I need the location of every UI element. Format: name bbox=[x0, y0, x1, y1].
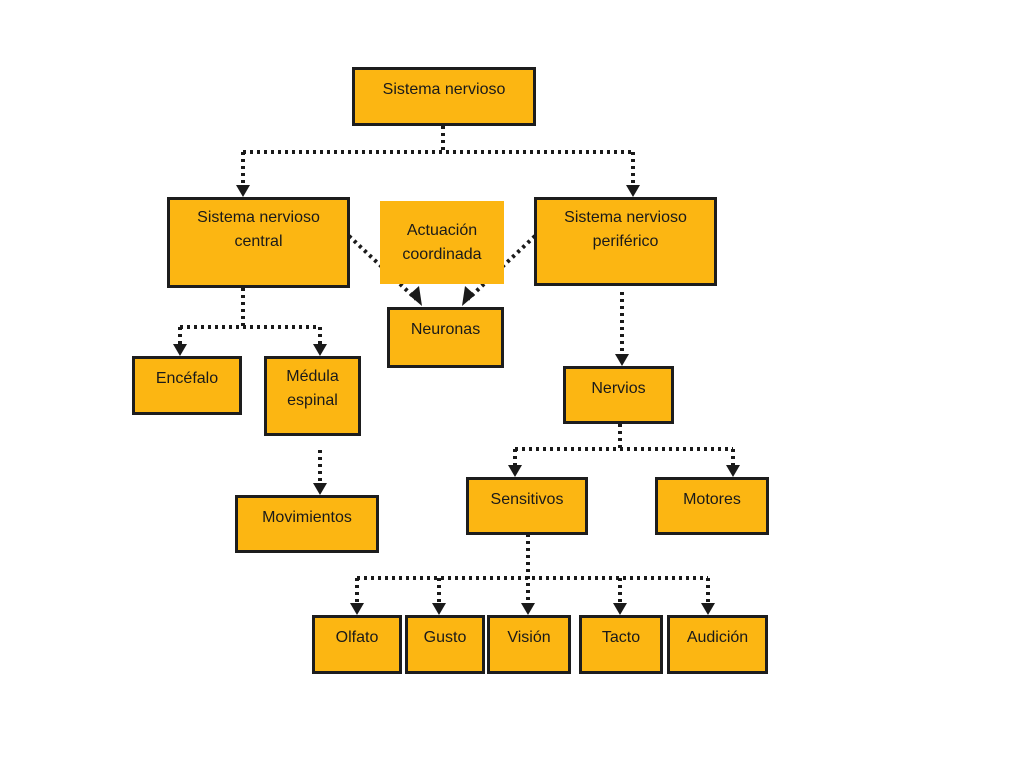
connector-snp-to-neuronas bbox=[466, 234, 537, 301]
node-sistema-nervioso: Sistema nervioso bbox=[352, 67, 536, 126]
arrowhead-sensitivos bbox=[508, 465, 522, 477]
node-encefalo: Encéfalo bbox=[132, 356, 242, 415]
node-medula-espinal: Médula espinal bbox=[264, 356, 361, 436]
arrowhead-audicion bbox=[701, 603, 715, 615]
node-sistema-nervioso-central: Sistema nervioso central bbox=[167, 197, 350, 288]
arrowhead-olfato bbox=[350, 603, 364, 615]
arrowhead-medula bbox=[313, 344, 327, 356]
node-audicion: Audición bbox=[667, 615, 768, 674]
arrowhead-snp bbox=[626, 185, 640, 197]
arrowhead-gusto bbox=[432, 603, 446, 615]
arrowhead-neuronas-right bbox=[462, 286, 475, 306]
node-olfato: Olfato bbox=[312, 615, 402, 674]
node-neuronas: Neuronas bbox=[387, 307, 504, 368]
node-movimientos: Movimientos bbox=[235, 495, 379, 553]
arrowhead-encefalo bbox=[173, 344, 187, 356]
node-sensitivos: Sensitivos bbox=[466, 477, 588, 535]
node-actuacion-coordinada: Actuación coordinada bbox=[380, 201, 504, 284]
arrowhead-tacto bbox=[613, 603, 627, 615]
arrowhead-vision bbox=[521, 603, 535, 615]
arrowhead-movimientos bbox=[313, 483, 327, 495]
arrowhead-snc bbox=[236, 185, 250, 197]
node-motores: Motores bbox=[655, 477, 769, 535]
arrowhead-motores bbox=[726, 465, 740, 477]
node-sistema-nervioso-periferico: Sistema nervioso periférico bbox=[534, 197, 717, 286]
node-vision: Visión bbox=[487, 615, 571, 674]
arrowhead-neuronas-left bbox=[409, 286, 422, 306]
node-nervios: Nervios bbox=[563, 366, 674, 424]
arrowhead-nervios bbox=[615, 354, 629, 366]
node-tacto: Tacto bbox=[579, 615, 663, 674]
connector-snc-to-neuronas bbox=[347, 234, 418, 301]
node-gusto: Gusto bbox=[405, 615, 485, 674]
